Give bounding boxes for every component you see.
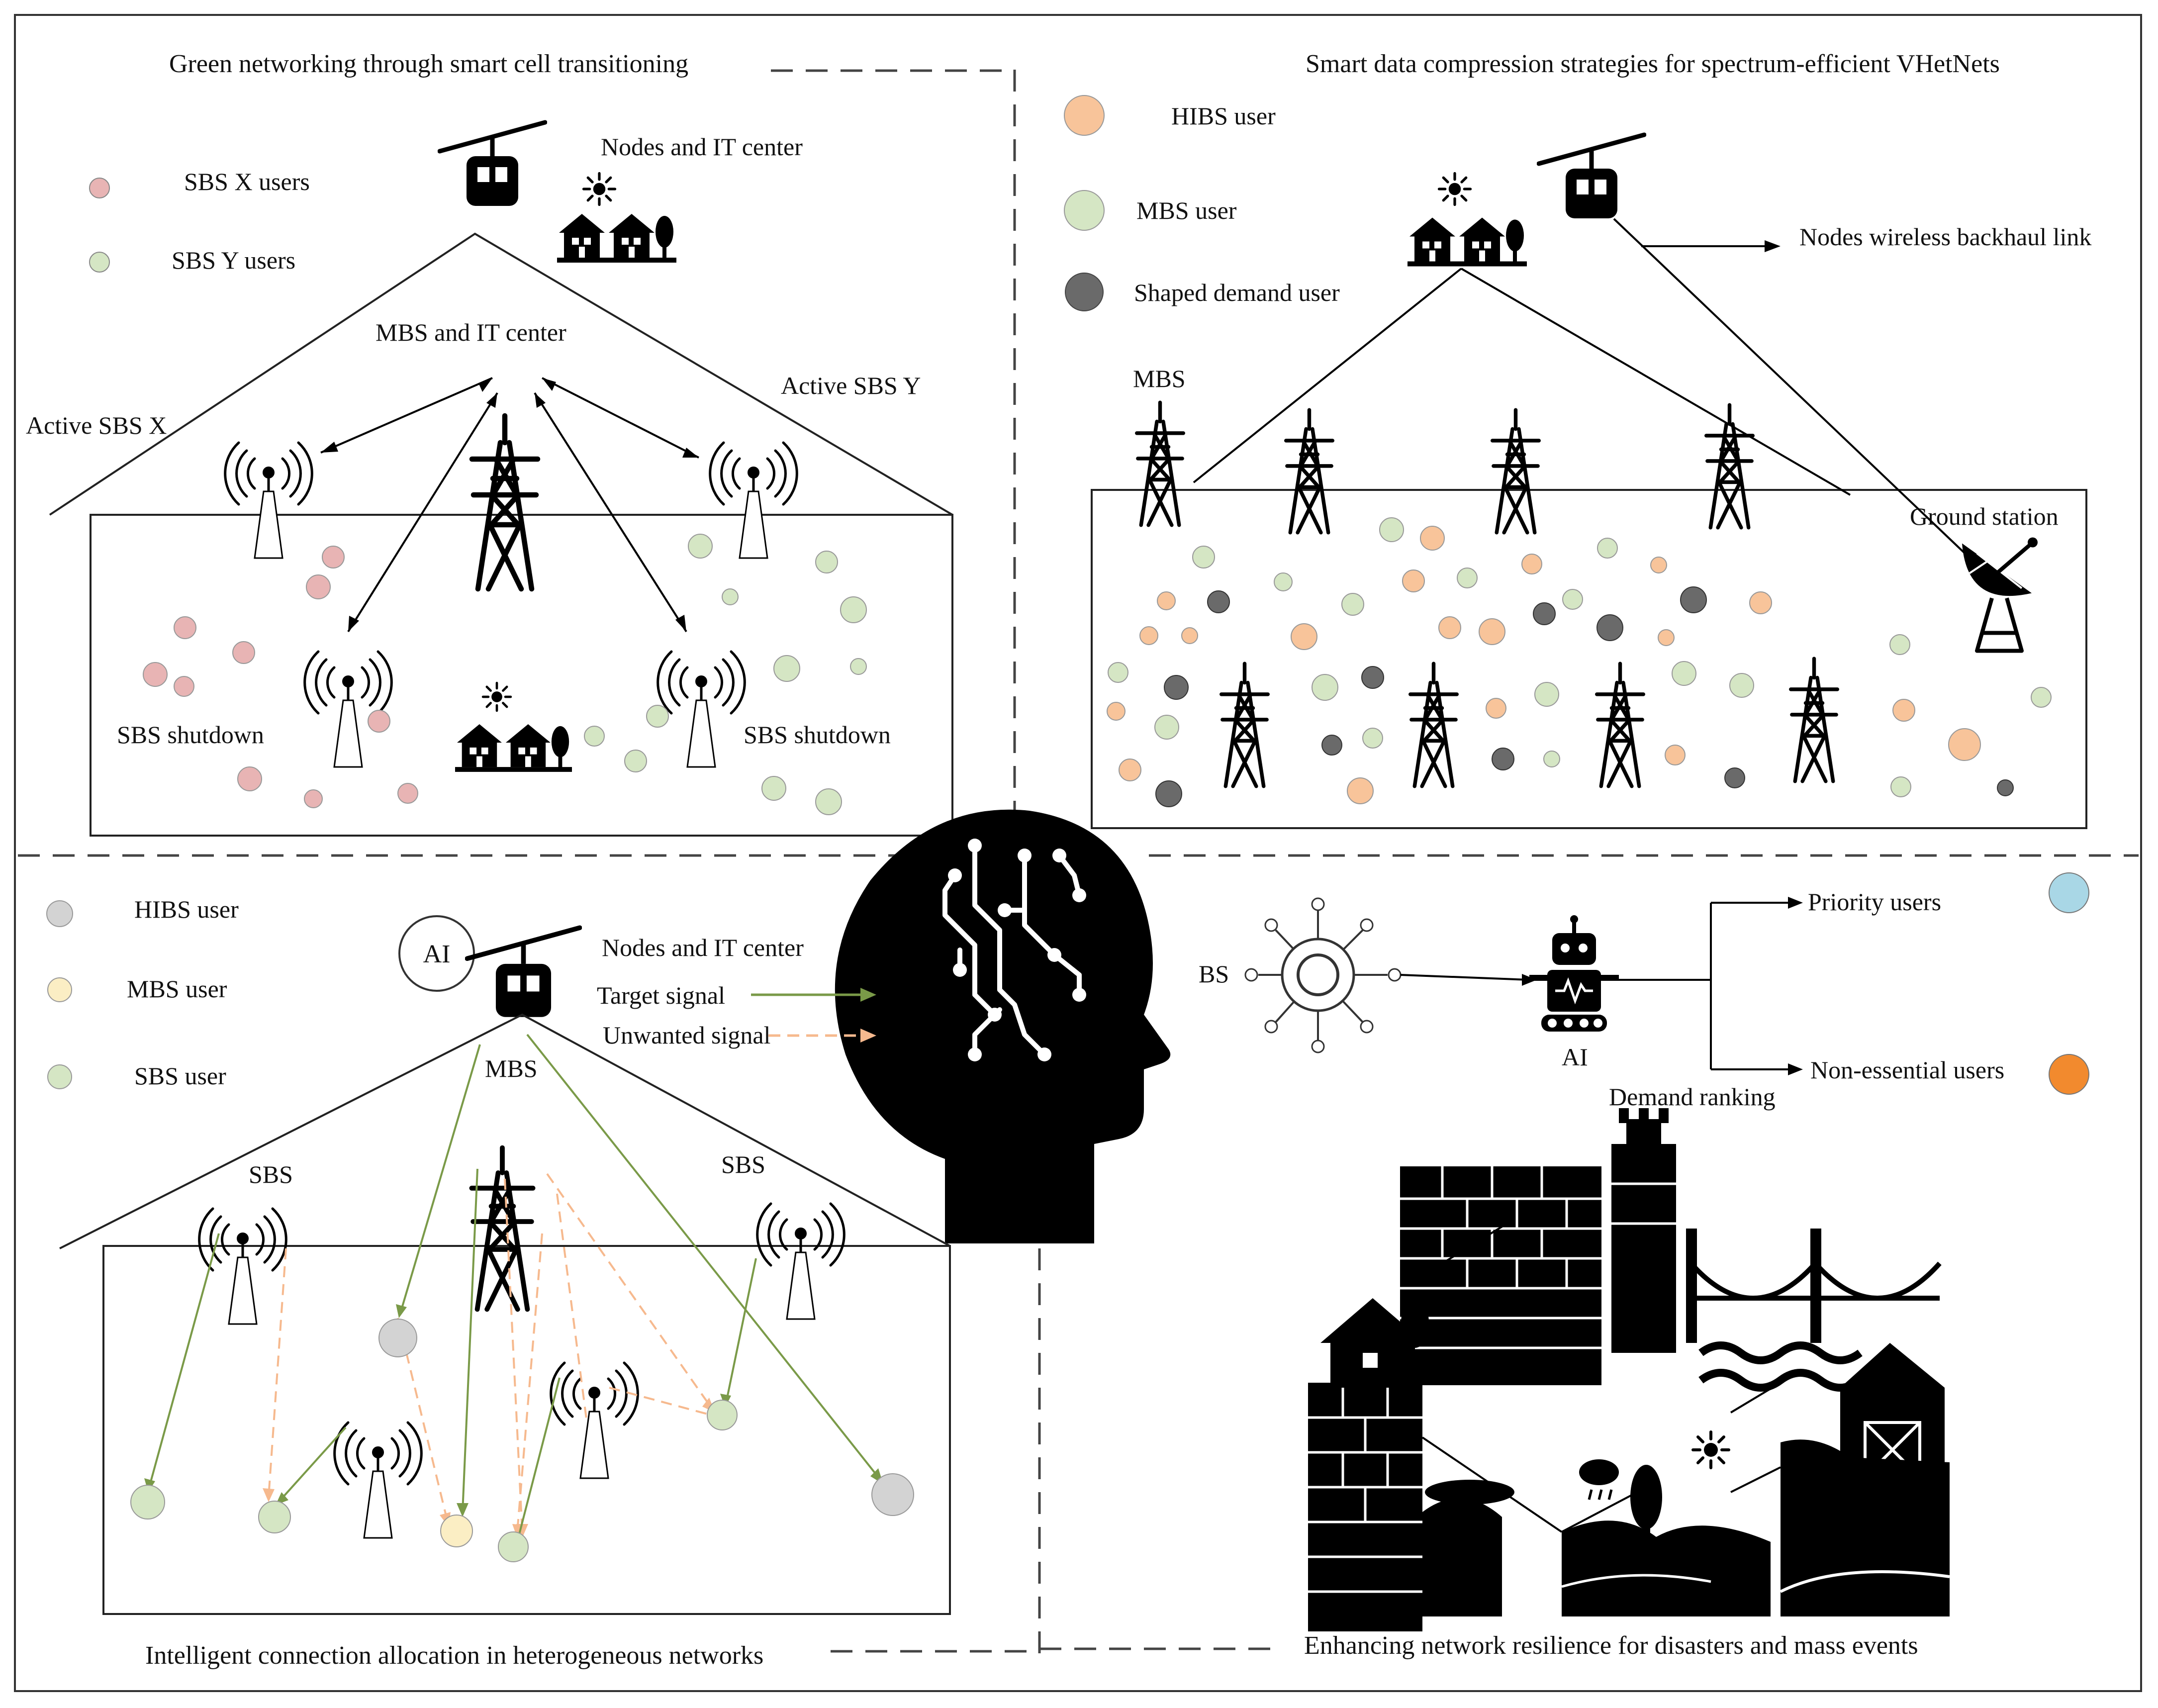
tower-icon — [1706, 405, 1753, 528]
cable-car-icon — [440, 122, 545, 206]
tower-icon — [472, 416, 538, 589]
label-mbs: MBS — [1133, 365, 1186, 392]
label-sbs-left: SBS — [249, 1160, 293, 1188]
quadrant-dividers — [18, 69, 2139, 1656]
label-backhaul-link: Nodes wireless backhaul link — [1799, 223, 2091, 251]
tower-icon — [1410, 664, 1457, 786]
label-unwanted-signal: Unwanted signal — [603, 1021, 770, 1049]
mbs-user-dots — [1108, 517, 2052, 797]
bl-user-dots — [130, 1319, 914, 1562]
label-active-sbs-y: Active SBS Y — [781, 372, 921, 399]
cable-car-icon — [1539, 135, 1644, 218]
sbs-antenna-icon — [551, 1363, 638, 1478]
shaped-demand-user-dots — [1155, 586, 2014, 807]
title-network-resilience: Enhancing network resilience for disaste… — [1304, 1631, 1918, 1660]
legend-hibs-user-bl: HIBS user — [134, 895, 239, 923]
label-demand-ranking: Demand ranking — [1609, 1083, 1776, 1111]
tower-icon — [1286, 410, 1333, 533]
sun-icon — [584, 174, 615, 205]
quadrant-data-compression: Smart data compression strategies for sp… — [1064, 50, 2091, 829]
label-mbs-it-center: MBS and IT center — [375, 318, 566, 346]
houses-icon — [455, 724, 572, 772]
label-bs: BS — [1199, 960, 1229, 988]
head-brain-icon — [835, 809, 1171, 1243]
quadrant-network-resilience: Enhancing network resilience for disaste… — [1199, 872, 2089, 1660]
sbs-antenna-icon — [335, 1423, 422, 1538]
legend-sbs-x-users: SBS X users — [184, 168, 310, 195]
title-green-networking: Green networking through smart cell tran… — [169, 50, 688, 78]
tower-icon — [1221, 664, 1268, 786]
label-sbs-shutdown-left: SBS shutdown — [117, 721, 264, 749]
legend-hibs-user: HIBS user — [1171, 102, 1276, 130]
label-priority-users: Priority users — [1808, 888, 1941, 916]
base-station-icon — [1244, 897, 1402, 1053]
sun-icon — [483, 683, 511, 711]
sun-icon — [1439, 174, 1471, 205]
sbs-antenna-icon — [225, 443, 312, 558]
houses-icon — [557, 214, 676, 263]
sbs-antenna-icon — [199, 1209, 286, 1324]
label-non-essential-users: Non-essential users — [1810, 1056, 2004, 1084]
houses-icon — [1407, 217, 1527, 267]
hibs-user-dots — [1107, 526, 1981, 804]
satellite-dish-icon — [1962, 538, 2038, 651]
legend-sbs-y-users: SBS Y users — [172, 246, 295, 274]
quadrant-green-networking: Green networking through smart cell tran… — [26, 50, 953, 837]
ai-badge-label: AI — [423, 940, 451, 968]
robot-icon — [1529, 915, 1619, 1032]
tower-icon — [1597, 664, 1644, 786]
label-ground-station: Ground station — [1910, 502, 2059, 530]
label-nodes-it-center-bl: Nodes and IT center — [602, 934, 804, 961]
priority-user-dot — [2049, 872, 2089, 913]
quadrant-connection-allocation: Intelligent connection allocation in het… — [46, 895, 951, 1670]
sbs-antenna-icon — [305, 652, 392, 767]
tower-icon — [471, 1148, 533, 1310]
sbs-y-user-dots — [584, 534, 867, 815]
cable-car-icon — [467, 928, 579, 1017]
tower-icon — [1137, 402, 1184, 525]
title-connection-allocation: Intelligent connection allocation in het… — [145, 1641, 763, 1670]
outer-frame — [14, 14, 2142, 1692]
tower-icon — [1791, 659, 1838, 781]
sbs-x-user-dots — [143, 546, 418, 808]
label-ai-robot: AI — [1562, 1043, 1588, 1071]
legend-mbs-user: MBS user — [1136, 196, 1237, 224]
label-sbs-right: SBS — [721, 1150, 765, 1178]
tower-icon — [1493, 410, 1539, 533]
title-data-compression: Smart data compression strategies for sp… — [1306, 50, 2000, 78]
legend-sbs-user-bl: SBS user — [134, 1062, 226, 1090]
label-nodes-it-center: Nodes and IT center — [601, 133, 803, 161]
legend-shaped-demand-user: Shaped demand user — [1134, 279, 1340, 306]
legend-mbs-user-bl: MBS user — [127, 975, 227, 1003]
sbs-antenna-icon — [658, 652, 745, 767]
sbs-antenna-icon — [757, 1204, 844, 1319]
label-active-sbs-x: Active SBS X — [26, 411, 167, 439]
label-mbs-bl: MBS — [485, 1054, 538, 1082]
non-essential-user-dot — [2049, 1054, 2089, 1095]
sbs-antenna-icon — [710, 443, 797, 558]
label-target-signal: Target signal — [597, 981, 725, 1009]
city-skyline-icon — [1308, 1108, 1950, 1631]
label-sbs-shutdown-right: SBS shutdown — [744, 721, 891, 749]
